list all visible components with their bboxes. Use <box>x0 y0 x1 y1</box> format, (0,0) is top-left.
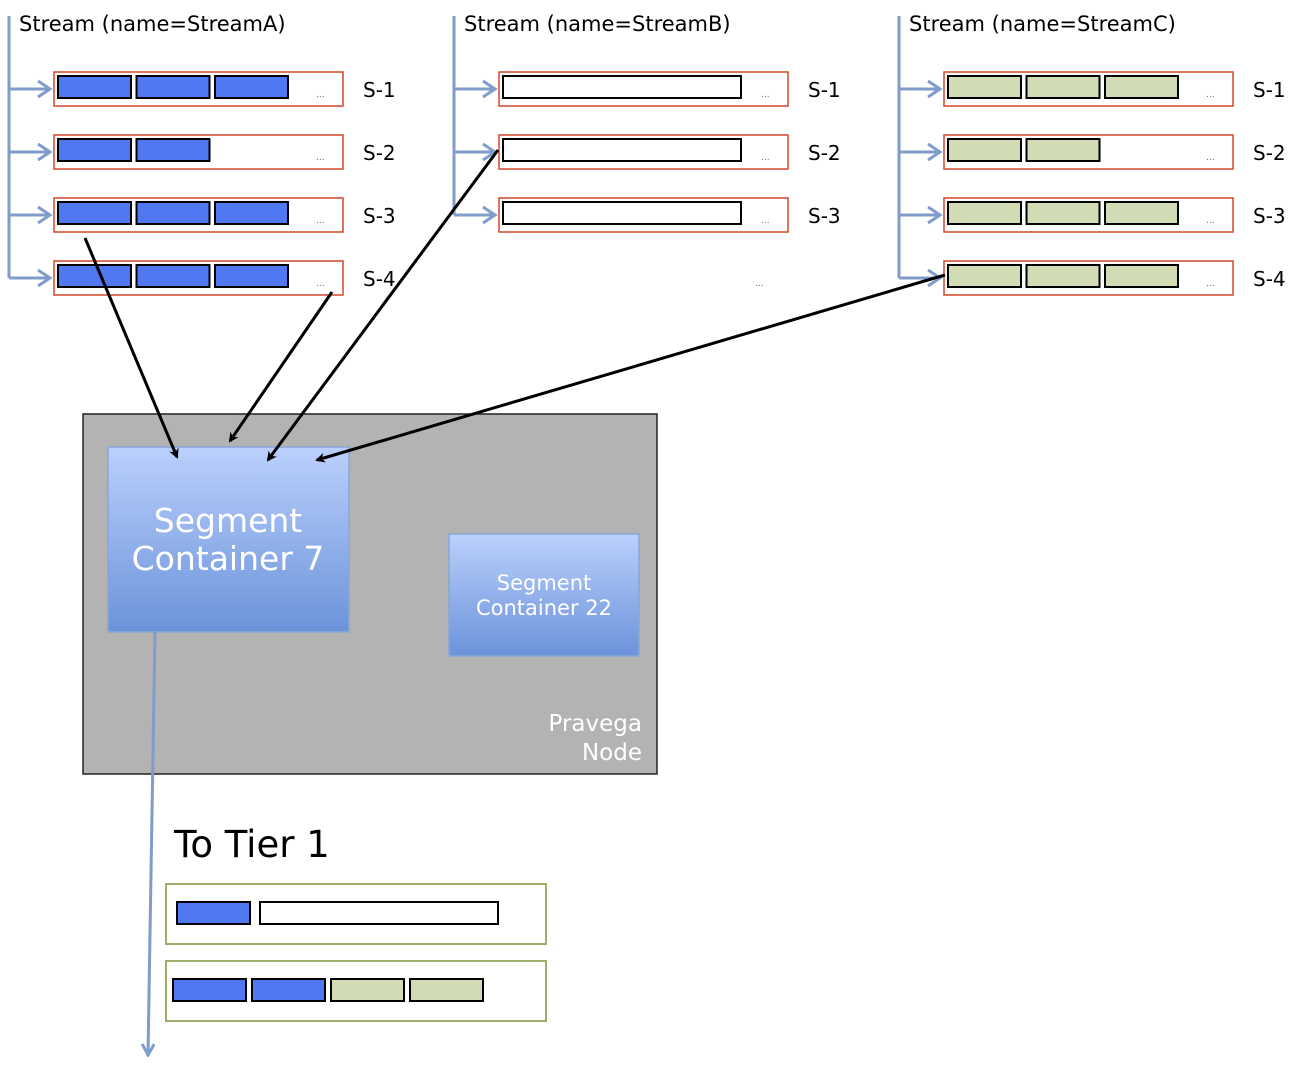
segment-data-block <box>1104 75 1179 99</box>
tier-label: To Tier 1 <box>173 823 330 866</box>
segment-ellipsis: ... <box>1206 153 1215 163</box>
segment-data-block <box>947 201 1022 225</box>
arrow-streamB-s2 <box>266 149 500 462</box>
branch-arrowhead <box>37 205 53 225</box>
segment-container-22: Segment Container 22 <box>448 533 640 657</box>
arrow-streamA-s3 <box>83 237 179 459</box>
segment-label: S-4 <box>1253 267 1286 291</box>
tier-data-block <box>330 978 405 1002</box>
branch-arrowhead <box>927 205 943 225</box>
arrow-streamA-s4 <box>228 291 334 443</box>
segment-data-block <box>214 264 289 288</box>
branch-arrowhead <box>37 142 53 162</box>
segment-data-block <box>1104 264 1179 288</box>
stream-title: Stream (name=StreamB) <box>464 12 731 36</box>
segment-data-block <box>1025 138 1101 162</box>
segment-data-block <box>57 138 132 162</box>
segment-ellipsis: ... <box>1206 216 1215 226</box>
tier-data-block <box>176 901 251 925</box>
segment-ellipsis: ... <box>316 90 325 100</box>
stream-trailing-ellipsis: ... <box>755 279 764 289</box>
tier-1: To Tier 1 <box>165 823 547 1022</box>
segment-data-block <box>214 201 289 225</box>
node-label-line2: Node <box>582 740 642 766</box>
segment-data-block <box>947 264 1022 288</box>
branch-arrowhead <box>37 268 53 288</box>
segment-data-block <box>947 75 1022 99</box>
container-22-line1: Segment <box>497 571 592 595</box>
segment-label: S-2 <box>363 141 396 165</box>
segment-label: S-2 <box>1253 141 1286 165</box>
container-22-line2: Container 22 <box>476 596 612 620</box>
tier-data-block <box>172 978 247 1002</box>
stream-title: Stream (name=StreamC) <box>909 12 1176 36</box>
segment-ellipsis: ... <box>316 153 325 163</box>
branch-arrowhead <box>37 79 53 99</box>
segment-label: S-1 <box>808 78 841 102</box>
segment-ellipsis: ... <box>316 216 325 226</box>
segment-data-block <box>1025 75 1101 99</box>
segment-data-block <box>1025 264 1101 288</box>
segment-ellipsis: ... <box>1206 90 1215 100</box>
stream-group: Stream (name=StreamB)... S-1... S-2... S-3.… <box>452 12 841 289</box>
branch-arrowhead <box>482 205 498 225</box>
tier-flow-arrow <box>148 631 157 1055</box>
branch-arrowhead <box>927 79 943 99</box>
branch-arrowhead <box>482 79 498 99</box>
branch-arrowhead <box>927 142 943 162</box>
segment-data-block <box>1104 201 1179 225</box>
segment-ellipsis: ... <box>761 216 770 226</box>
segment-label: S-1 <box>363 78 396 102</box>
tier-data-block <box>259 901 499 925</box>
segment-ellipsis: ... <box>761 90 770 100</box>
stream-title: Stream (name=StreamA) <box>19 12 286 36</box>
segment-data-block <box>1025 201 1101 225</box>
container-7-line1: Segment <box>154 501 303 540</box>
segment-data-block <box>57 75 132 99</box>
segment-data-block <box>947 138 1022 162</box>
segment-label: S-3 <box>363 204 396 228</box>
routing-arrows <box>83 149 946 463</box>
streams-area: Stream (name=StreamA)... S-1... S-2... S-3.… <box>7 12 1286 296</box>
segment-label: S-3 <box>1253 204 1286 228</box>
tier-data-block <box>409 978 484 1002</box>
segment-data-block <box>57 201 132 225</box>
segment-data-block <box>214 75 289 99</box>
segment-ellipsis: ... <box>1206 279 1215 289</box>
segment-data-block <box>502 75 742 99</box>
segment-label: S-4 <box>363 267 396 291</box>
arrow-streamC-s4 <box>315 273 946 463</box>
segment-data-block <box>135 264 211 288</box>
segment-label: S-1 <box>1253 78 1286 102</box>
segment-label: S-2 <box>808 141 841 165</box>
tier-rows <box>165 883 547 1022</box>
segment-data-block <box>135 201 211 225</box>
segment-ellipsis: ... <box>316 279 325 289</box>
segment-data-block <box>57 264 132 288</box>
segment-data-block <box>135 75 211 99</box>
node-label-line1: Pravega <box>549 711 642 737</box>
container-7-line2: Container 7 <box>132 539 325 578</box>
segment-data-block <box>135 138 211 162</box>
stream-group: Stream (name=StreamC)... S-1... S-2... S-3.… <box>897 12 1286 296</box>
segment-container-7: Segment Container 7 <box>107 446 350 633</box>
segment-data-block <box>502 138 742 162</box>
segment-label: S-3 <box>808 204 841 228</box>
segment-data-block <box>502 201 742 225</box>
stream-group: Stream (name=StreamA)... S-1... S-2... S-3.… <box>7 12 396 296</box>
segment-ellipsis: ... <box>761 153 770 163</box>
tier-data-block <box>251 978 326 1002</box>
